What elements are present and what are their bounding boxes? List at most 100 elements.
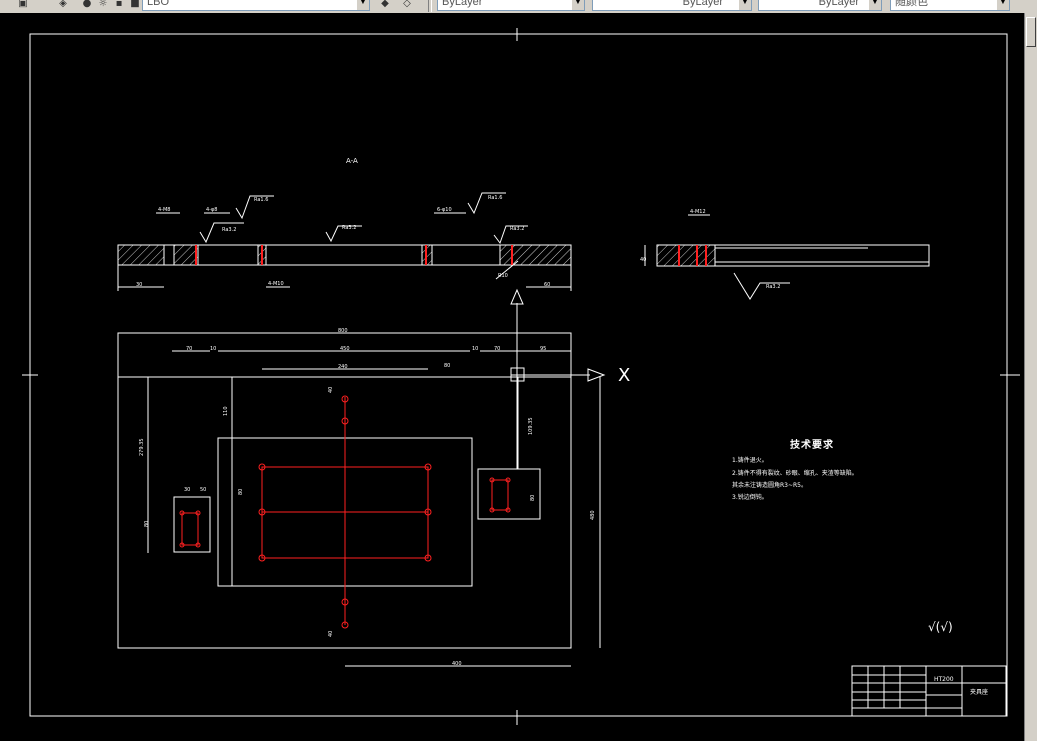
x-arrow-icon [587,368,606,382]
hole-pattern [179,395,511,629]
section-view: 30 60 Ra3.2 Ra3.2 Ra1.6 Ra1.6 Ra3.2 4-M8… [117,192,572,291]
leader-line [495,260,519,280]
y-arrow-icon [510,288,524,305]
hole [505,477,511,483]
hole [258,554,266,562]
right-small-pocket [477,468,541,520]
layer-previous-icon[interactable]: ◇ [403,0,411,9]
dim-sm-30: 30 [184,487,190,493]
chevron-down-icon[interactable]: ▼ [869,0,881,10]
roughness-symbol [325,225,362,243]
section-label: A-A [346,157,358,165]
lock-icon[interactable]: ▪ [115,0,123,9]
chevron-down-icon[interactable]: ▼ [572,0,584,10]
hole [489,507,495,513]
chevron-down-icon[interactable]: ▼ [997,0,1009,10]
chevron-down-icon[interactable]: ▼ [357,0,369,10]
side-view: 40 4-M12 Ra3.2 [640,209,930,300]
section-slot-left [163,244,175,266]
hole [489,477,495,483]
color-combo[interactable]: ByLayer ▼ [437,0,585,11]
roughness-symbol [199,222,244,244]
sun-icon[interactable]: ☼ [98,0,108,9]
x-axis-label: X [618,365,630,386]
dim-right-95: 95 [540,346,546,352]
dim-sm-50: 50 [200,487,206,493]
dim-10a: 10 [210,346,216,352]
dim-hole-span: 240 [338,364,348,370]
scrollbar-thumb[interactable] [1026,17,1036,47]
plan-view: 800 70 10 450 10 70 95 240 80 279.35 110… [117,328,601,667]
hole [179,510,185,516]
hole [258,508,266,516]
dim-total-height: 480 [590,510,596,520]
hole-callout: 4-φ8 [206,207,217,213]
dim-side-40: 40 [640,257,646,263]
dim-right-80: 80 [530,495,536,501]
tech-req-line: 3.锐边倒钝。 [732,494,768,501]
roughness-symbol [235,195,274,220]
dim-40b: 40 [328,631,334,637]
dim-right-height: 109.35 [528,418,534,436]
dim-right-70: 70 [494,346,500,352]
drawing-svg: A-A 30 60 Ra3.2 [22,28,1020,725]
hole [341,395,349,403]
plotstyle-combo[interactable]: 随颜色 ▼ [890,0,1010,11]
title-block-frame [851,665,1007,717]
roughness-symbol [467,192,506,215]
section-recess-mid [265,244,423,266]
vertical-scrollbar[interactable] [1024,13,1037,741]
toolbar-separator [428,0,432,12]
pickbox-icon [510,367,525,382]
hole [424,463,432,471]
lineweight-combo-value: ByLayer [818,0,859,8]
dim-overall-width: 800 [338,328,348,334]
hole [179,542,185,548]
dim-text-60: 60 [544,282,550,288]
hole-callout: 4-M12 [690,209,706,215]
dim-88: 80 [238,489,244,495]
side-plate [714,244,930,267]
layer-combo-value: LBO [147,0,170,8]
dim-left-70: 70 [186,346,192,352]
hole [341,417,349,425]
roughness-symbol [493,225,528,245]
chevron-down-icon[interactable]: ▼ [739,0,751,10]
roughness-label: Ra3.2 [510,226,524,232]
layer-combo[interactable]: LBO ▼ [142,0,370,11]
roughness-label: Ra3.2 [222,227,236,233]
layer-states-icon[interactable]: ◈ [59,0,67,9]
hole-callout: 4-M10 [268,281,284,287]
properties-toolbar: ▣ ◈ ● ☼ ▪ ■ LBO ▼ ◆ ◇ ByLayer ▼ ByLayer … [0,0,1037,14]
lineweight-combo[interactable]: ByLayer ▼ [758,0,882,11]
linetype-combo-value: ByLayer [682,0,723,8]
hole [424,508,432,516]
roughness-label: Ra3.2 [342,225,356,231]
color-square-icon[interactable]: ■ [130,0,140,9]
drawing-canvas[interactable]: A-A 30 60 Ra3.2 [0,13,1024,741]
hole [341,598,349,606]
color-combo-value: ByLayer [442,0,483,8]
section-recess [197,244,259,266]
ucs-crosshair: X [510,288,630,469]
hole-callout: 4-M8 [158,207,170,213]
hole-callout: 6-φ10 [437,207,452,213]
dim-inner-width: 450 [340,346,350,352]
title-block: HT200 夹具座 [851,665,1007,717]
dim-80: 80 [444,363,450,369]
make-current-icon[interactable]: ◆ [381,0,389,9]
dim-40a: 40 [328,387,334,393]
small-hole-rect [491,479,509,511]
linetype-combo[interactable]: ByLayer ▼ [592,0,752,11]
hole [195,542,201,548]
hole [424,554,432,562]
dim-sm-80: 80 [144,521,150,527]
left-small-pocket [173,496,211,553]
roughness-label: Ra1.6 [254,197,268,203]
layer-manager-icon[interactable]: ▣ [18,0,28,9]
lightbulb-icon[interactable]: ● [82,0,92,9]
section-recess-right [431,244,501,266]
tech-req-title: 技术要求 [790,440,834,451]
tech-req-line: 其余未注铸造圆角R3~R5。 [732,482,808,489]
